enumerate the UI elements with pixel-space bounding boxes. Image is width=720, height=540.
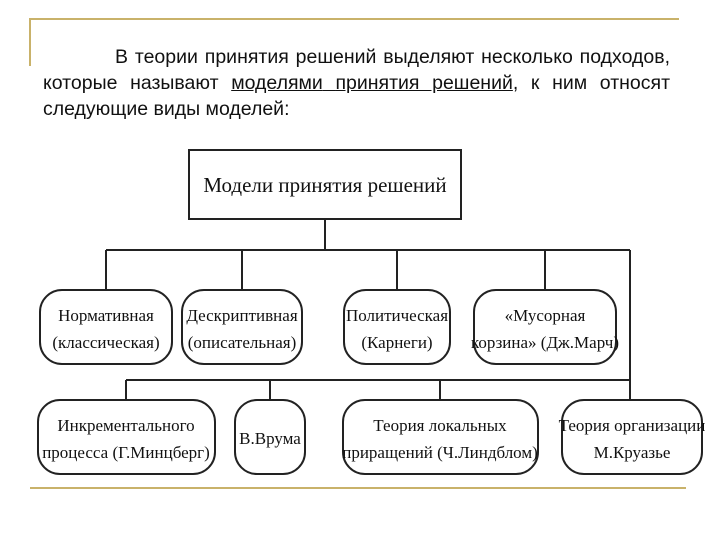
intro-link-models[interactable]: моделями bbox=[231, 72, 323, 94]
model-node-vroom-box bbox=[234, 399, 306, 475]
model-node-descriptive-line1: Дескриптивная bbox=[186, 306, 297, 325]
model-node-normative-box bbox=[39, 289, 173, 365]
intro-text-part2: , к ним относят следующие виды моделей: bbox=[43, 72, 670, 120]
root-node-label: Модели принятия решений bbox=[203, 173, 446, 197]
model-node-organization-theory-line2: М.Круазье bbox=[594, 443, 671, 462]
model-node-incremental-line2: процесса (Г.Минцберг) bbox=[42, 443, 210, 462]
model-node-incremental-box bbox=[37, 399, 216, 475]
intro-link-decisions[interactable]: принятия решений bbox=[335, 72, 513, 94]
model-node-garbage-can: «Мусорная корзина» (Дж.Марч) bbox=[471, 289, 619, 365]
model-node-organization-theory: Теория организации М.Круазье bbox=[559, 399, 706, 475]
model-node-vroom-label: В.Врума bbox=[239, 429, 301, 448]
model-node-local-increments-line2: приращений (Ч.Линдблом) bbox=[342, 443, 538, 462]
model-node-political-box bbox=[343, 289, 451, 365]
decorative-top-line bbox=[29, 18, 679, 20]
model-node-vroom: В.Врума bbox=[234, 399, 306, 475]
decorative-bottom-line bbox=[30, 487, 686, 489]
decorative-left-line bbox=[29, 18, 31, 66]
model-node-descriptive-line2: (описательная) bbox=[188, 333, 297, 352]
model-node-local-increments-line1: Теория локальных bbox=[373, 416, 507, 435]
model-node-descriptive: Дескриптивная (описательная) bbox=[181, 289, 303, 365]
model-node-garbage-can-box bbox=[473, 289, 617, 365]
model-node-organization-theory-line1: Теория организации bbox=[559, 416, 706, 435]
model-node-local-increments: Теория локальных приращений (Ч.Линдблом) bbox=[342, 399, 539, 475]
model-node-garbage-can-line2: корзина» (Дж.Марч) bbox=[471, 333, 619, 352]
root-node: Модели принятия решений bbox=[188, 149, 462, 220]
model-node-incremental-line1: Инкрементального bbox=[57, 416, 194, 435]
model-node-local-increments-box bbox=[342, 399, 539, 475]
connector-lines bbox=[105, 219, 631, 400]
model-node-incremental: Инкрементального процесса (Г.Минцберг) bbox=[37, 399, 216, 475]
model-node-normative-line1: Нормативная bbox=[58, 306, 154, 325]
intro-text-part1: В теории принятия решений выделяют неско… bbox=[43, 46, 670, 94]
model-node-political-line2: (Карнеги) bbox=[361, 333, 432, 352]
intro-paragraph: В теории принятия решений выделяют неско… bbox=[43, 44, 670, 122]
model-node-garbage-can-line1: «Мусорная bbox=[505, 306, 586, 325]
model-node-organization-theory-box bbox=[561, 399, 703, 475]
root-node-box bbox=[188, 149, 462, 220]
model-node-normative: Нормативная (классическая) bbox=[39, 289, 173, 365]
model-node-political-line1: Политическая bbox=[346, 306, 448, 325]
model-node-normative-line2: (классическая) bbox=[52, 333, 159, 352]
model-node-political: Политическая (Карнеги) bbox=[343, 289, 451, 365]
model-node-descriptive-box bbox=[181, 289, 303, 365]
